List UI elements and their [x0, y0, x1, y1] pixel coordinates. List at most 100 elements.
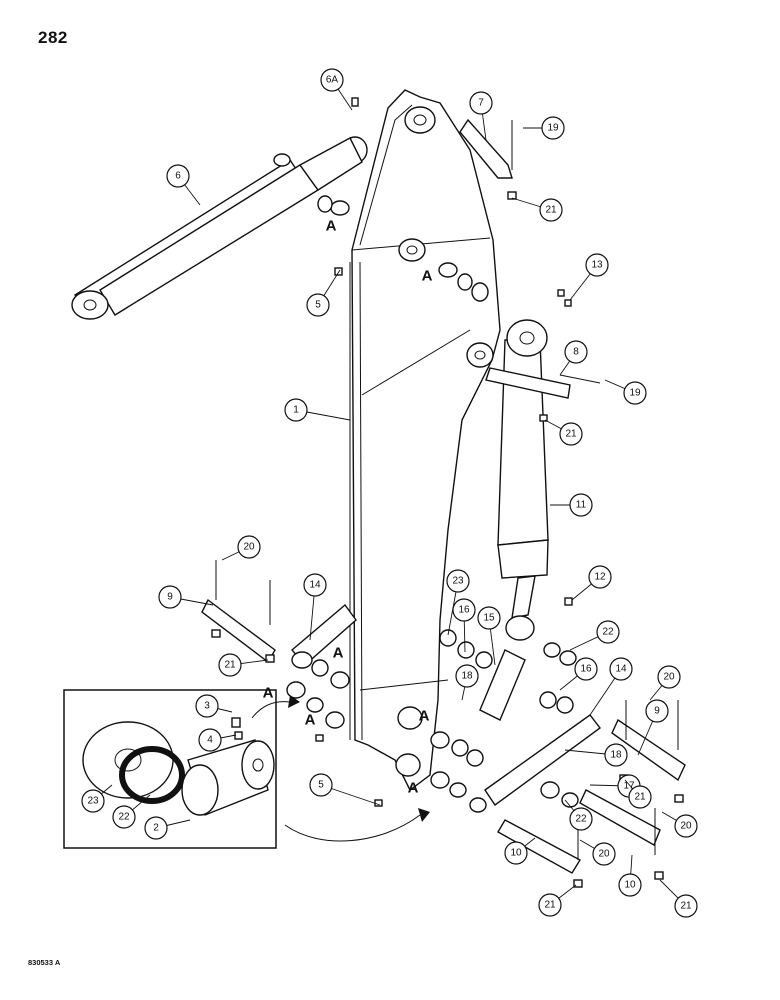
callout-label: 22: [602, 627, 614, 638]
callout-circle: [674, 814, 698, 838]
callout-circle: [218, 653, 242, 677]
callout-label: 17: [623, 781, 635, 792]
callout-11: 11: [550, 493, 593, 517]
callout-10: 10: [504, 837, 536, 865]
callout-21: 21: [538, 884, 577, 917]
callout-label: 7: [478, 98, 484, 109]
callout-label: 21: [634, 792, 646, 803]
callout-20: 20: [649, 665, 681, 701]
callout-circle: [609, 657, 633, 681]
boom-cylinder: [71, 136, 368, 320]
links: [291, 603, 601, 806]
callout-circle: [539, 198, 563, 222]
callout-label: 20: [598, 849, 610, 860]
callout-label: 21: [224, 660, 236, 671]
callout-6A: 6A: [320, 68, 353, 111]
boom: [349, 89, 501, 792]
callout-21: 21: [511, 197, 563, 222]
callout-circle: [284, 398, 308, 422]
callout-label: 20: [663, 672, 675, 683]
bushings: [286, 195, 579, 813]
callout-circle: [569, 807, 593, 831]
callout-label: 13: [591, 260, 603, 271]
callout-circle: [569, 493, 593, 517]
callout-18: 18: [455, 664, 479, 701]
callout-label: 18: [610, 750, 622, 761]
callout-circle: [112, 805, 136, 829]
callout-label: 16: [458, 605, 470, 616]
callout-circle: [541, 116, 565, 140]
callout-18: 18: [564, 743, 628, 767]
callout-circle: [674, 894, 698, 918]
callout-label: 4: [207, 735, 213, 746]
callout-21: 21: [544, 419, 583, 446]
callout-label: 20: [680, 821, 692, 832]
callout-label: 20: [243, 542, 255, 553]
callout-circle: [195, 694, 219, 718]
callout-circle: [538, 893, 562, 917]
pins: [201, 118, 686, 874]
callout-circle: [585, 253, 609, 277]
callout-20: 20: [661, 811, 698, 838]
callout-label: 15: [483, 613, 495, 624]
assembly-marker: A: [263, 685, 274, 702]
callout-3: 3: [195, 694, 233, 718]
callout-label: 6A: [326, 75, 339, 86]
callout-circle: [455, 664, 479, 688]
figure-code: 830533 A: [28, 958, 61, 967]
callout-label: 14: [615, 664, 627, 675]
callout-circle: [596, 620, 620, 644]
callout-label: 16: [580, 664, 592, 675]
callout-20: 20: [221, 535, 261, 561]
callout-circle: [657, 665, 681, 689]
callout-circle: [623, 381, 647, 405]
callout-label: 21: [680, 901, 692, 912]
callout-label: 14: [309, 580, 321, 591]
callout-circle: [158, 585, 182, 609]
callout-19: 19: [604, 379, 647, 405]
callout-label: 1: [293, 405, 299, 416]
callout-label: 19: [547, 123, 559, 134]
page-number: 282: [38, 28, 68, 47]
callout-16: 16: [452, 598, 476, 653]
callout-circle: [237, 535, 261, 559]
callout-circle: [81, 789, 105, 813]
callout-label: 22: [575, 814, 587, 825]
assembly-marker: A: [333, 645, 344, 662]
callout-circle: [559, 422, 583, 446]
callout-23: 23: [446, 569, 470, 636]
assembly-marker: A: [408, 780, 419, 797]
callout-22: 22: [564, 799, 593, 831]
callout-20: 20: [579, 839, 616, 866]
callout-circle: [645, 699, 669, 723]
callout-circle: [592, 842, 616, 866]
callout-21: 21: [624, 779, 652, 809]
callout-circle: [628, 785, 652, 809]
assembly-marker: A: [422, 268, 433, 285]
callout-1: 1: [284, 398, 351, 422]
callout-circle: [477, 606, 501, 630]
callout-14: 14: [589, 657, 633, 716]
callout-circle: [504, 841, 528, 865]
hardware: [211, 97, 684, 888]
callout-label: 10: [510, 848, 522, 859]
callout-label: 8: [573, 347, 579, 358]
callout-22: 22: [569, 620, 620, 651]
callout-circle: [320, 68, 344, 92]
callout-label: 12: [594, 572, 606, 583]
callout-5: 5: [306, 269, 341, 317]
callout-5: 5: [309, 773, 381, 806]
callout-7: 7: [469, 91, 493, 141]
detail-inset: [63, 689, 430, 849]
callout-circle: [604, 743, 628, 767]
callout-circle: [574, 657, 598, 681]
callout-14: 14: [303, 573, 327, 641]
callout-13: 13: [569, 253, 609, 301]
assembly-marker: A: [305, 712, 316, 729]
callout-label: 11: [576, 500, 587, 511]
callout-9: 9: [158, 585, 214, 609]
callout-label: 3: [204, 701, 210, 712]
bucket-cylinder: [497, 319, 549, 641]
